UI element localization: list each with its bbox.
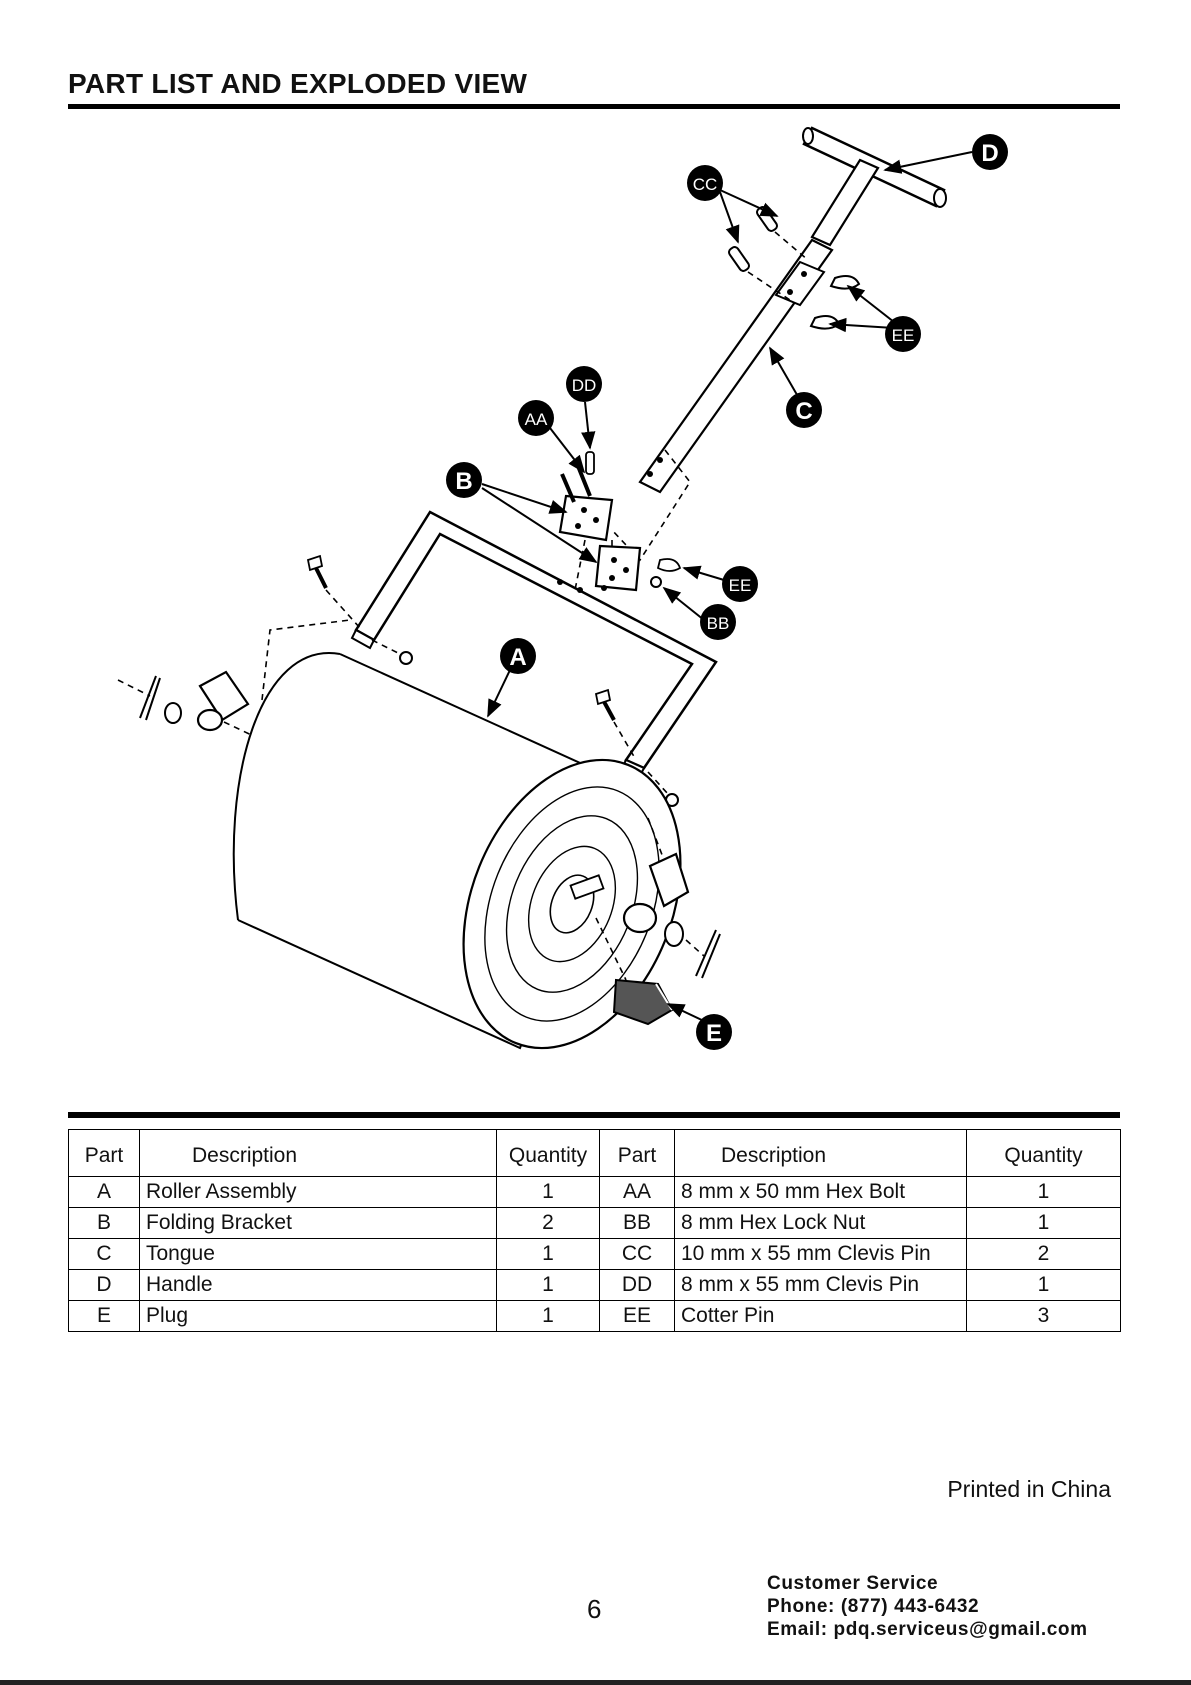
cell-quantity-2: 1	[966, 1207, 1121, 1239]
table-row: E Plug 1 EE Cotter Pin 3	[68, 1300, 1121, 1332]
callout-b: B	[446, 462, 482, 498]
cell-part: D	[68, 1269, 140, 1301]
callout-e: E	[696, 1014, 732, 1050]
title-rule	[68, 104, 1120, 109]
cell-description-2: 8 mm x 55 mm Clevis Pin	[674, 1269, 967, 1301]
cell-description-2: 8 mm x 50 mm Hex Bolt	[674, 1176, 967, 1208]
callout-a: A	[500, 638, 536, 674]
cell-quantity-2: 2	[966, 1238, 1121, 1270]
cell-description-2: 8 mm Hex Lock Nut	[674, 1207, 967, 1239]
cotter-pins-top	[809, 275, 861, 330]
customer-service-heading: Customer Service	[767, 1573, 939, 1594]
cell-description: Plug	[139, 1300, 497, 1332]
bottom-rule	[0, 1680, 1191, 1685]
header-description: Description	[139, 1129, 497, 1177]
customer-service-phone: Phone: (877) 443-6432	[767, 1596, 980, 1617]
table-row: B Folding Bracket 2 BB 8 mm Hex Lock Nut…	[68, 1207, 1121, 1239]
left-bearing	[117, 619, 351, 741]
frame-bolts	[306, 554, 679, 807]
cell-quantity-2: 1	[966, 1176, 1121, 1208]
callout-leaders	[481, 151, 973, 1023]
cell-part: C	[68, 1238, 140, 1270]
svg-text:C: C	[795, 398, 812, 425]
cell-part: E	[68, 1300, 140, 1332]
callout-labels: D CC EE C DD AA B EE BB A E	[446, 134, 1008, 1050]
callout-dd: DD	[566, 366, 602, 402]
table-header-row: Part Description Quantity Part Descripti…	[68, 1129, 1121, 1177]
cell-part-2: DD	[599, 1269, 675, 1301]
cell-description-2: 10 mm x 55 mm Clevis Pin	[674, 1238, 967, 1270]
cell-quantity: 1	[496, 1238, 600, 1270]
exploded-view-diagram: D CC EE C DD AA B EE BB A E	[117, 126, 1008, 1050]
folding-brackets	[558, 451, 682, 592]
header-description-2: Description	[674, 1129, 967, 1177]
table-row: A Roller Assembly 1 AA 8 mm x 50 mm Hex …	[68, 1176, 1121, 1208]
cell-part-2: BB	[599, 1207, 675, 1239]
cell-quantity: 2	[496, 1207, 600, 1239]
header-part-2: Part	[599, 1129, 675, 1177]
callout-ee-top: EE	[885, 316, 921, 352]
cell-description: Handle	[139, 1269, 497, 1301]
svg-text:B: B	[455, 468, 472, 495]
handle-part	[802, 126, 947, 247]
header-quantity-2: Quantity	[966, 1129, 1121, 1177]
cell-part-2: EE	[599, 1300, 675, 1332]
callout-aa: AA	[518, 400, 554, 436]
cell-part-2: AA	[599, 1176, 675, 1208]
customer-service-block: Customer Service Phone: (877) 443-6432 E…	[767, 1572, 1088, 1641]
callout-ee-mid: EE	[722, 566, 758, 602]
header-part: Part	[68, 1129, 140, 1177]
cell-description: Roller Assembly	[139, 1176, 497, 1208]
svg-text:A: A	[509, 644, 526, 671]
svg-text:CC: CC	[693, 175, 718, 194]
customer-service-email: Email: pdq.serviceus@gmail.com	[767, 1619, 1088, 1640]
table-rule	[68, 1112, 1120, 1118]
cell-quantity-2: 1	[966, 1269, 1121, 1301]
cell-quantity: 1	[496, 1269, 600, 1301]
tongue-part	[611, 238, 834, 562]
cell-quantity: 1	[496, 1300, 600, 1332]
callout-bb: BB	[700, 604, 736, 640]
svg-text:AA: AA	[525, 410, 548, 429]
page-number: 6	[587, 1594, 602, 1624]
parts-table: Part Description Quantity Part Descripti…	[68, 1129, 1121, 1332]
table-row: D Handle 1 DD 8 mm x 55 mm Clevis Pin 1	[68, 1269, 1121, 1301]
cell-quantity-2: 3	[966, 1300, 1121, 1332]
cell-description: Folding Bracket	[139, 1207, 497, 1239]
printed-in-label: Printed in China	[947, 1476, 1111, 1502]
svg-text:BB: BB	[707, 614, 730, 633]
svg-text:DD: DD	[572, 376, 597, 395]
svg-text:EE: EE	[892, 326, 915, 345]
cell-description-2: Cotter Pin	[674, 1300, 967, 1332]
svg-text:EE: EE	[729, 576, 752, 595]
roller-part	[232, 652, 682, 1050]
callout-c: C	[786, 392, 822, 428]
cell-quantity: 1	[496, 1176, 600, 1208]
svg-text:E: E	[706, 1020, 722, 1047]
cell-part-2: CC	[599, 1238, 675, 1270]
right-bearing	[622, 817, 721, 979]
cell-part: A	[68, 1176, 140, 1208]
cell-part: B	[68, 1207, 140, 1239]
cell-description: Tongue	[139, 1238, 497, 1270]
callout-cc: CC	[687, 165, 723, 201]
svg-text:D: D	[981, 140, 998, 167]
header-quantity: Quantity	[496, 1129, 600, 1177]
table-row: C Tongue 1 CC 10 mm x 55 mm Clevis Pin 2	[68, 1238, 1121, 1270]
callout-d: D	[972, 134, 1008, 170]
page-title: PART LIST AND EXPLODED VIEW	[68, 68, 528, 99]
